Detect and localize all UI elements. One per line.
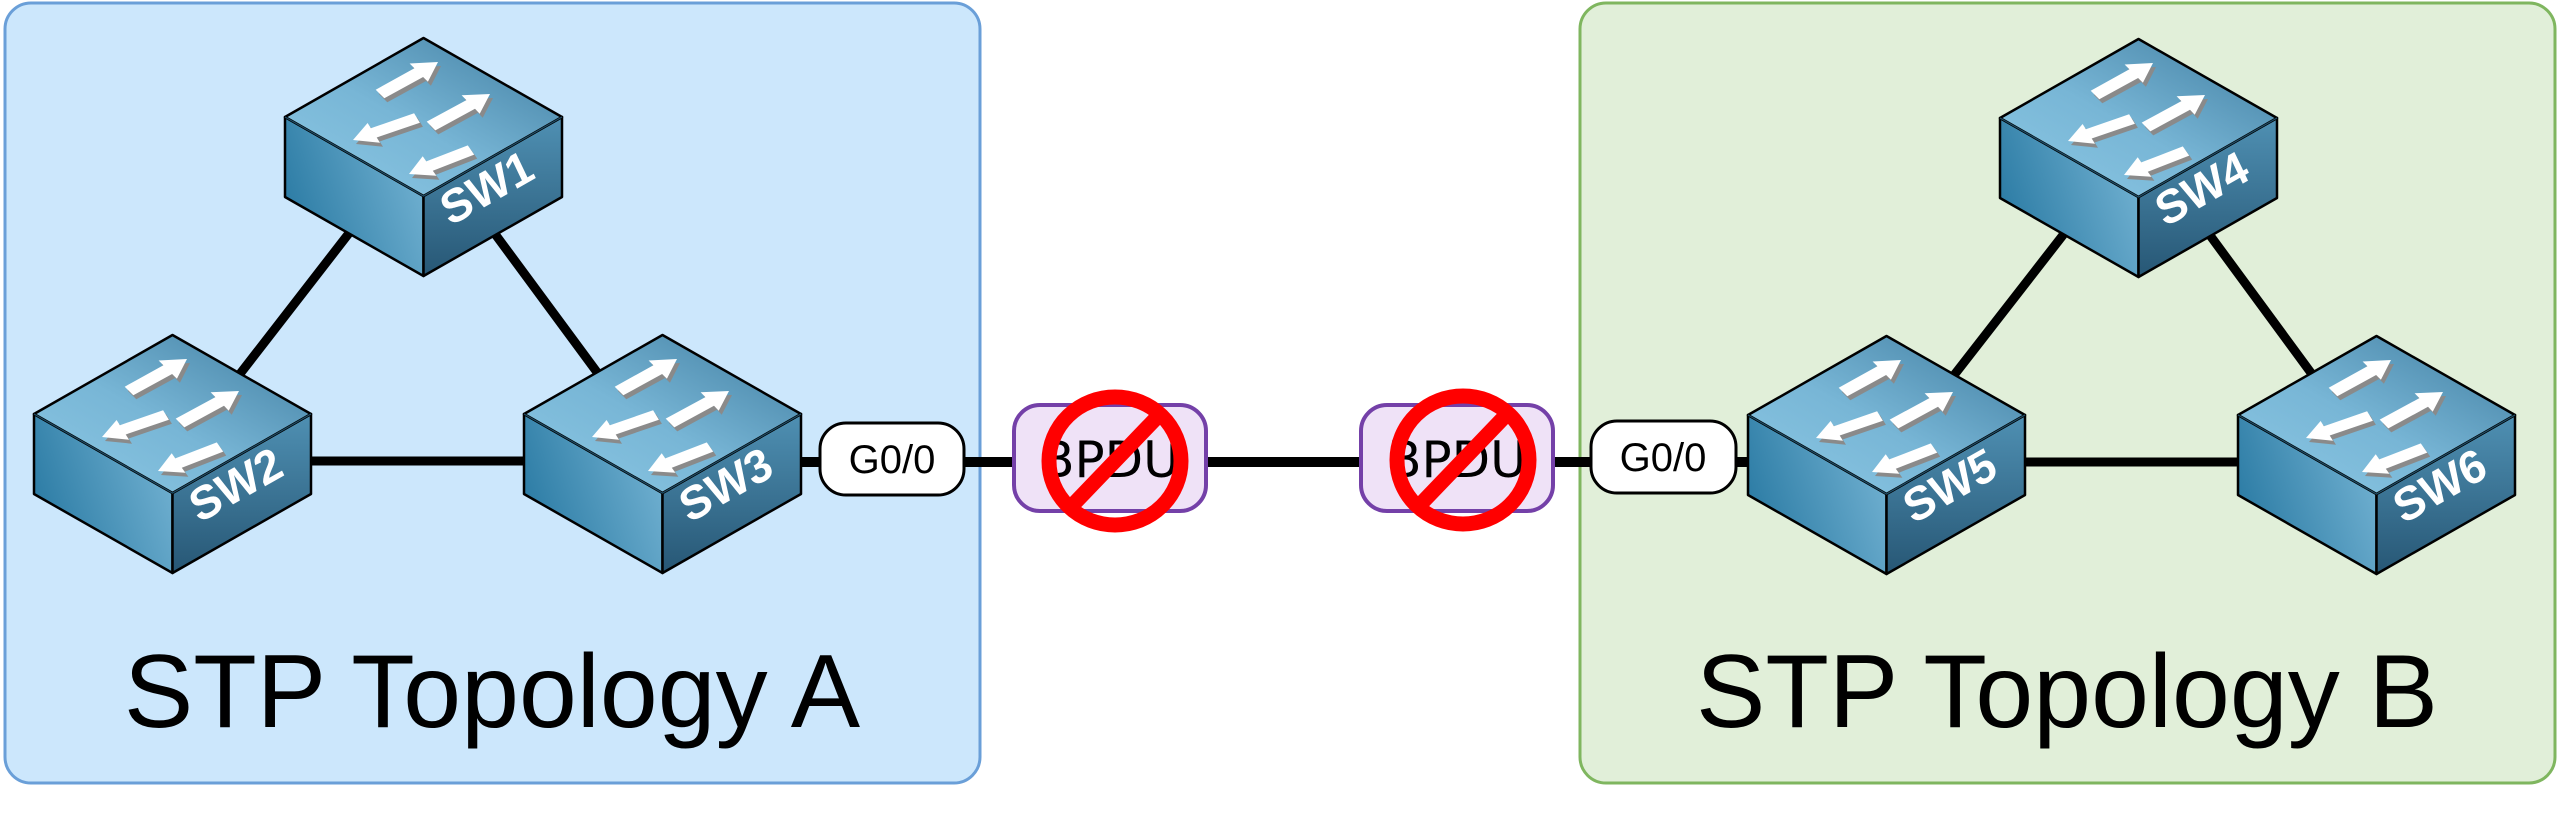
switch-arrows-icon bbox=[2306, 360, 2446, 478]
arrow-glyph bbox=[2124, 146, 2190, 177]
switch-edge bbox=[2237, 414, 2516, 495]
arrow-glyph bbox=[2068, 114, 2135, 144]
switch-sw2[interactable]: SW2 bbox=[32, 333, 313, 575]
switch-sw3[interactable]: SW3 bbox=[522, 333, 803, 575]
bpdu-frame-blocked-a: BPDU bbox=[1012, 389, 1208, 533]
arrow-glyph bbox=[665, 391, 729, 428]
switch-arrows-icon bbox=[1816, 360, 1956, 478]
prohibited-icon bbox=[1389, 388, 1537, 532]
switch-sw1[interactable]: SW1 bbox=[283, 36, 564, 278]
switch-edge bbox=[523, 413, 802, 494]
switch-edge bbox=[284, 116, 563, 197]
arrow-glyph bbox=[2306, 411, 2373, 441]
arrow-glyph bbox=[426, 94, 490, 131]
arrow-glyph bbox=[409, 145, 475, 176]
arrow-glyph bbox=[175, 391, 239, 428]
port-label-sw5: G0/0 bbox=[1589, 419, 1738, 495]
arrow-glyph bbox=[2090, 63, 2153, 100]
arrow-glyph bbox=[102, 410, 169, 440]
switch-sw4[interactable]: SW4 bbox=[1998, 37, 2279, 279]
switch-edge bbox=[1747, 414, 2026, 495]
switch-arrows-icon bbox=[102, 359, 242, 477]
topology-a-panel bbox=[3, 1, 982, 785]
switch-arrows-icon bbox=[353, 62, 493, 180]
arrow-glyph bbox=[1889, 392, 1953, 429]
bpdu-frame-blocked-b: BPDU bbox=[1359, 388, 1555, 532]
arrow-glyph bbox=[614, 359, 677, 396]
arrow-glyph bbox=[2362, 443, 2428, 474]
switch-edge bbox=[33, 413, 312, 494]
arrow-glyph bbox=[1816, 411, 1883, 441]
arrow-glyph bbox=[1872, 443, 1938, 474]
arrow-glyph bbox=[592, 410, 659, 440]
port-label-sw3: G0/0 bbox=[818, 421, 966, 497]
arrow-glyph bbox=[2379, 392, 2443, 429]
port-label-text: G0/0 bbox=[1620, 436, 1707, 480]
port-label-text: G0/0 bbox=[849, 438, 936, 482]
arrow-glyph bbox=[158, 442, 224, 473]
topology-b-panel bbox=[1578, 1, 2557, 785]
switch-arrows-icon bbox=[592, 359, 732, 477]
topology-b-title: STP Topology B bbox=[1696, 634, 2438, 750]
topology-a-title: STP Topology A bbox=[124, 634, 861, 750]
prohibited-icon bbox=[1041, 389, 1189, 533]
arrow-glyph bbox=[2141, 95, 2205, 132]
switch-sw6[interactable]: SW6 bbox=[2236, 334, 2517, 576]
arrow-glyph bbox=[1838, 360, 1901, 397]
arrow-glyph bbox=[353, 113, 420, 143]
arrow-glyph bbox=[124, 359, 187, 396]
arrow-glyph bbox=[2328, 360, 2391, 397]
arrow-glyph bbox=[648, 442, 714, 473]
switch-edge bbox=[1999, 117, 2278, 198]
arrow-glyph bbox=[375, 62, 438, 99]
switch-sw5[interactable]: SW5 bbox=[1746, 334, 2027, 576]
switch-arrows-icon bbox=[2068, 63, 2208, 181]
